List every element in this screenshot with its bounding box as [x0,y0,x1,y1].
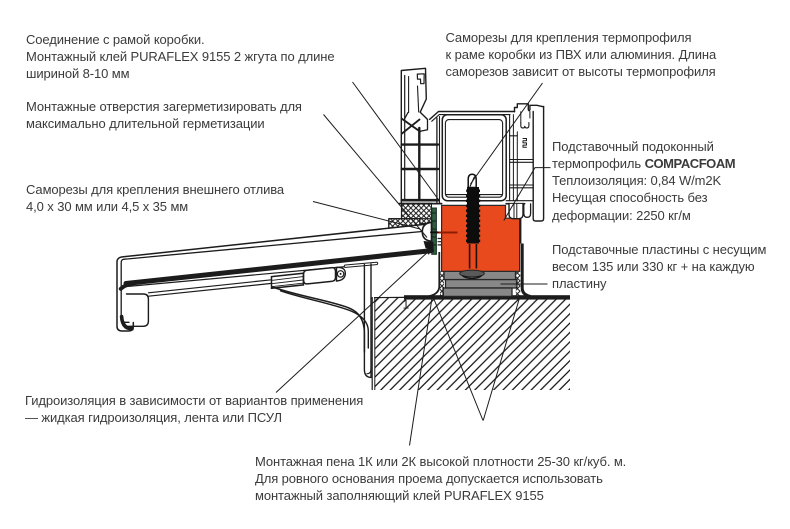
svg-text:1: 1 [403,298,410,312]
